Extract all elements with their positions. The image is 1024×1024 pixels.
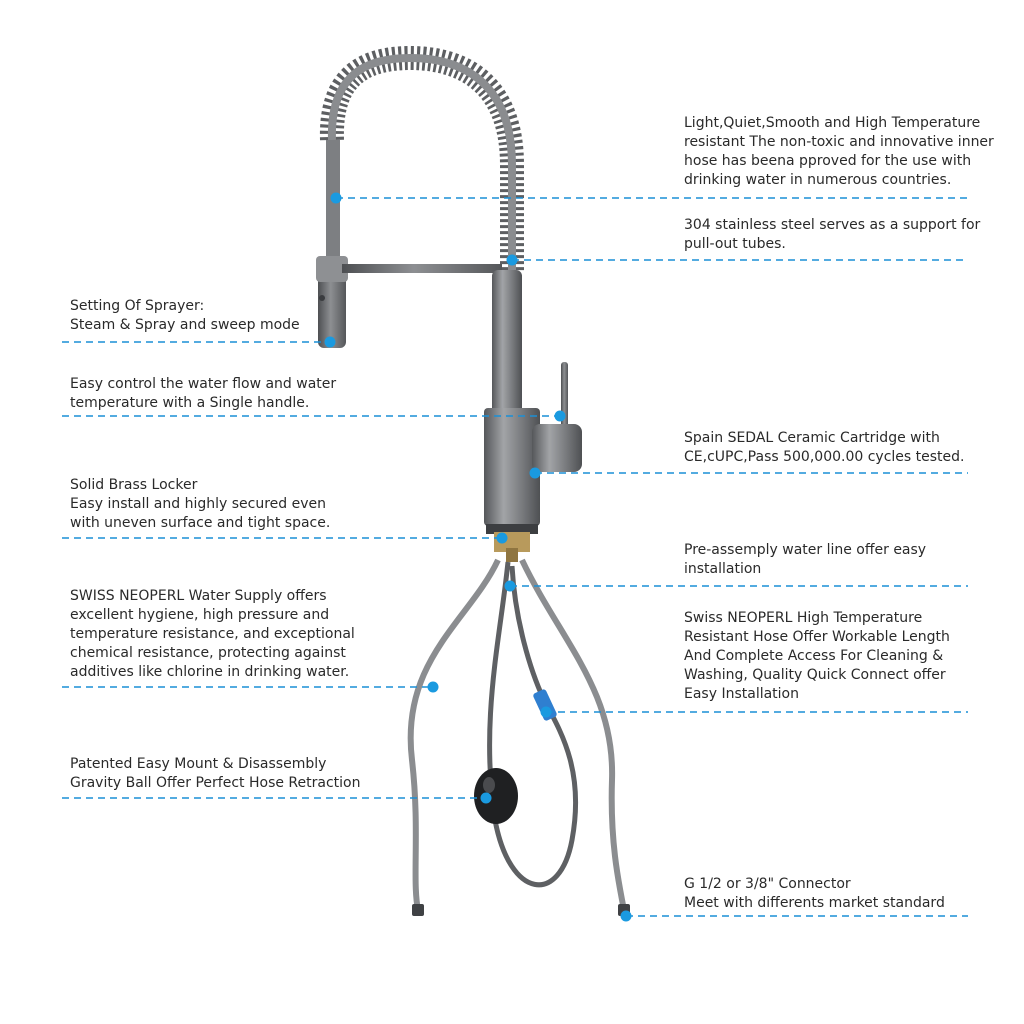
callout-line: Easy install and highly secured even [70, 496, 327, 512]
handle-cylinder [532, 424, 582, 472]
leader-dot-gravity-ball [480, 792, 492, 804]
faucet-column [492, 270, 522, 415]
callout-steel-support: 304 stainless steel serves as a support … [684, 216, 980, 254]
leader-dot-handle [554, 410, 566, 422]
callout-line: excellent hygiene, high pressure and [70, 607, 330, 623]
base-ring [486, 524, 538, 534]
faucet-body [484, 408, 540, 526]
callout-line: Steam & Spray and sweep mode [70, 317, 300, 333]
callout-line: SWISS NEOPERL Water Supply offers [70, 588, 327, 604]
callout-line: Pre-assemply water line offer easy [684, 542, 927, 558]
leader-dot-connector [620, 910, 632, 922]
callout-inner-hose: Light,Quiet,Smooth and High Temperature … [684, 114, 994, 190]
left-supply-hose [407, 558, 501, 911]
callout-line: additives like chlorine in drinking wate… [70, 664, 350, 680]
leader-dot-neoperl-hose [540, 706, 552, 718]
callout-line: Meet with differents market standard [684, 895, 945, 911]
callout-line: Solid Brass Locker [70, 477, 198, 493]
callout-line: And Complete Access For Cleaning & [684, 648, 944, 664]
callout-line: installation [684, 561, 762, 577]
callout-line: Patented Easy Mount & Disassembly [70, 756, 327, 772]
callout-line: Spain SEDAL Ceramic Cartridge with [684, 430, 940, 446]
left-connector [412, 904, 424, 916]
callout-line: drinking water in numerous countries. [684, 172, 952, 188]
callout-line: resistant The non-toxic and innovative i… [684, 134, 994, 150]
callout-water-line: Pre-assemply water line offer easy insta… [684, 541, 926, 579]
callout-line: Gravity Ball Offer Perfect Hose Retracti… [70, 775, 361, 791]
sprayer-arm [342, 264, 502, 273]
callout-line: pull-out tubes. [684, 236, 786, 252]
leader-lines [62, 192, 968, 922]
callout-brass-locker: Solid Brass Locker Easy install and high… [70, 476, 330, 533]
callout-line: hose has beena pproved for the use with [684, 153, 972, 169]
callout-line: CE,cUPC,Pass 500,000.00 cycles tested. [684, 449, 965, 465]
gravity-ball [474, 768, 518, 824]
callout-connector: G 1/2 or 3/8" Connector Meet with differ… [684, 875, 945, 913]
callout-line: Swiss NEOPERL High Temperature [684, 610, 923, 626]
callout-cartridge: Spain SEDAL Ceramic Cartridge with CE,cU… [684, 429, 965, 467]
callout-sprayer: Setting Of Sprayer: Steam & Spray and sw… [70, 297, 300, 335]
callout-line: Easy Installation [684, 686, 799, 702]
leader-dot-sprayer [324, 336, 336, 348]
callout-line: Resistant Hose Offer Workable Length [684, 629, 950, 645]
callout-line: temperature with a Single handle. [70, 395, 310, 411]
leader-dot-water-supply [427, 681, 439, 693]
spring-coil-core [327, 53, 516, 272]
callout-gravity-ball: Patented Easy Mount & Disassembly Gravit… [70, 755, 360, 793]
callout-neoperl-hose: Swiss NEOPERL High Temperature Resistant… [684, 609, 950, 704]
faucet-illustration [316, 45, 630, 916]
callout-line: Light,Quiet,Smooth and High Temperature [684, 115, 981, 131]
callout-line: Easy control the water flow and water [70, 376, 337, 392]
callout-water-supply: SWISS NEOPERL Water Supply offers excell… [70, 587, 355, 682]
callout-line: with uneven surface and tight space. [70, 515, 331, 531]
callout-line: G 1/2 or 3/8" Connector [684, 876, 851, 892]
callout-line: Washing, Quality Quick Connect offer [684, 667, 946, 683]
pull-out-hose [487, 561, 579, 888]
right-supply-hose [519, 558, 627, 911]
callout-line: 304 stainless steel serves as a support … [684, 217, 981, 233]
callout-handle: Easy control the water flow and water te… [70, 375, 336, 413]
leader-dot-inner-hose [330, 192, 342, 204]
leader-dot-water-line [504, 580, 516, 592]
leader-dot-cartridge [529, 467, 541, 479]
leader-dot-brass-locker [496, 532, 508, 544]
callout-line: Setting Of Sprayer: [70, 298, 205, 314]
callout-line: chemical resistance, protecting against [70, 645, 346, 661]
callout-line: temperature resistance, and exceptional [70, 626, 355, 642]
leader-dot-steel-support [506, 254, 518, 266]
